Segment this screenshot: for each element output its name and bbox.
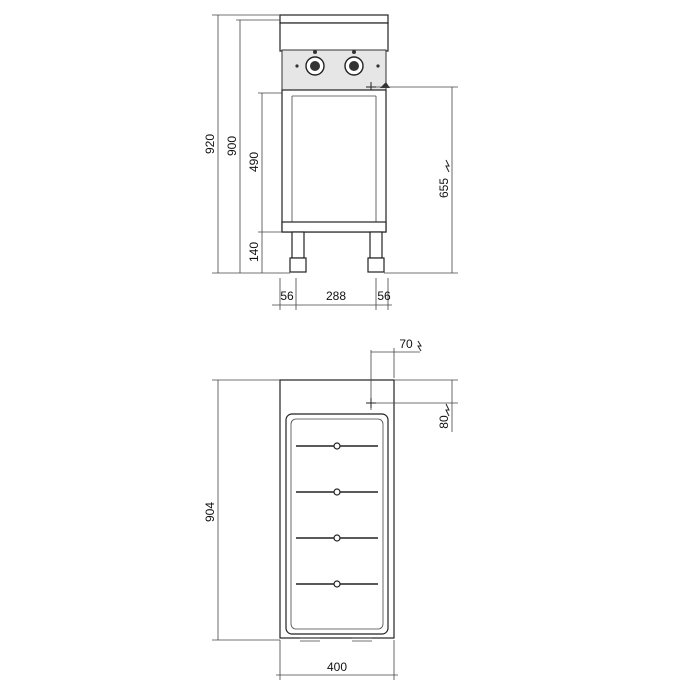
dimension-bottom: 56 288 56 — [272, 278, 392, 310]
dimension-655: 655 — [376, 86, 458, 274]
lightning-bolt-icon — [445, 159, 450, 173]
worktop-lip — [279, 14, 389, 24]
plinth — [281, 221, 387, 233]
cross-marker-icon — [366, 398, 376, 408]
dim-label-400: 400 — [327, 660, 347, 674]
ceramic-hob — [285, 413, 389, 635]
hotplate-4 — [296, 580, 378, 588]
hotplates — [296, 442, 378, 588]
indicator-lamp-left — [295, 64, 299, 68]
dimension-904: 904 — [203, 379, 280, 641]
top-view: 70 80 904 400 — [203, 337, 458, 680]
control-fascia — [281, 49, 387, 91]
dim-label-900: 900 — [225, 136, 239, 156]
dim-label-655: 655 — [437, 178, 451, 198]
cabinet — [281, 89, 387, 233]
hotplate-3 — [296, 534, 378, 542]
dim-label-904: 904 — [203, 502, 217, 522]
leg-left — [289, 231, 307, 273]
leg-right — [367, 231, 385, 273]
dimension-900: 900 — [225, 19, 280, 273]
dimension-920: 920 — [203, 14, 290, 274]
dim-label-80: 80 — [437, 415, 451, 429]
indicator-lamp-right — [376, 64, 380, 68]
lightning-bolt-icon — [417, 340, 422, 352]
dim-label-288: 288 — [326, 289, 346, 303]
dimension-400: 400 — [276, 640, 398, 680]
control-panel — [279, 22, 389, 52]
ceramic-hob-inner — [290, 418, 384, 630]
dimension-490: 490 — [247, 92, 282, 233]
dim-label-left-56: 56 — [280, 289, 294, 303]
dim-label-920: 920 — [203, 134, 217, 154]
front-view: 920 900 490 140 655 — [203, 14, 458, 310]
knob-right — [344, 50, 364, 76]
hotplate-2 — [296, 488, 378, 496]
lightning-bolt-icon — [445, 403, 450, 417]
dimension-140: 140 — [247, 232, 263, 273]
hotplate-1 — [296, 442, 378, 450]
dimension-80: 80 — [376, 379, 458, 432]
dim-label-140: 140 — [247, 242, 261, 262]
dim-label-70: 70 — [399, 337, 413, 351]
dim-label-right-56: 56 — [377, 289, 391, 303]
dim-label-490: 490 — [247, 152, 261, 172]
knob-left — [305, 50, 325, 76]
